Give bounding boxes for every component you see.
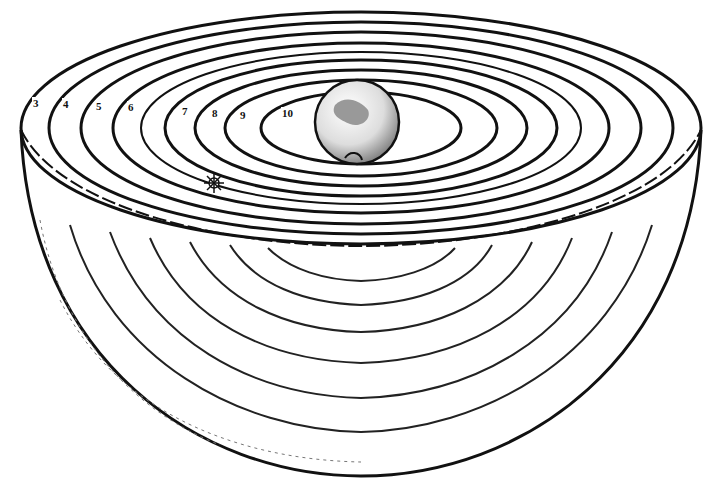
callout-number: 6: [127, 101, 135, 113]
callout-number: 4: [62, 98, 70, 110]
callout-number: 5: [95, 100, 103, 112]
callout-number: 8: [211, 107, 219, 119]
callout-number: 7: [181, 105, 189, 117]
callout-number: 10: [281, 107, 294, 119]
callout-number: 3: [32, 97, 40, 109]
callout-number: 9: [239, 109, 247, 121]
